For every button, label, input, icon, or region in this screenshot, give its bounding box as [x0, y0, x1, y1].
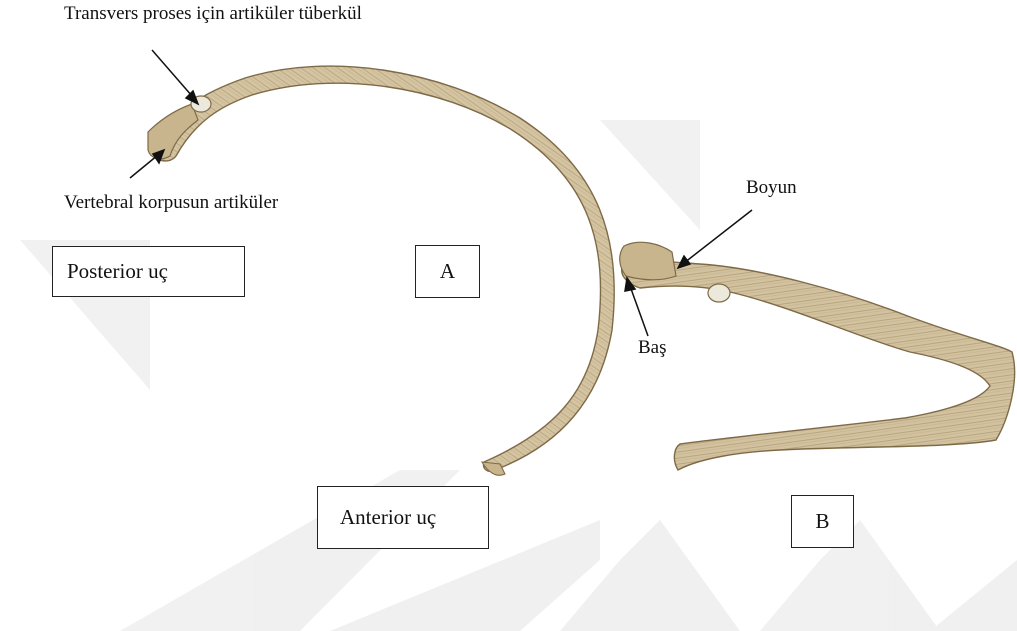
- box-panel-a: A: [415, 245, 480, 298]
- rib-b-head: [620, 242, 676, 280]
- label-neck: Boyun: [746, 178, 797, 197]
- label-transverse-tubercle: Transvers proses için artiküler tüberkül: [64, 4, 362, 23]
- rib-b-body: [622, 262, 1015, 471]
- arrow-transverse-tubercle: [152, 50, 192, 96]
- box-panel-b: B: [791, 495, 854, 548]
- rib-b-illustration: [620, 242, 1015, 470]
- box-posterior-end: Posterior uç: [52, 246, 245, 297]
- rib-b-tubercle-facet: [708, 284, 730, 302]
- arrow-head: [630, 286, 648, 336]
- box-posterior-end-text: Posterior uç: [67, 259, 168, 284]
- label-vertebral-articular: Vertebral korpusun artiküler: [64, 193, 278, 212]
- box-anterior-end: Anterior uç: [317, 486, 489, 549]
- arrow-vertebral-articular: [130, 155, 158, 178]
- box-anterior-end-text: Anterior uç: [340, 505, 436, 530]
- box-panel-b-text: B: [815, 509, 829, 534]
- box-panel-a-text: A: [440, 259, 455, 284]
- label-head: Baş: [638, 338, 667, 357]
